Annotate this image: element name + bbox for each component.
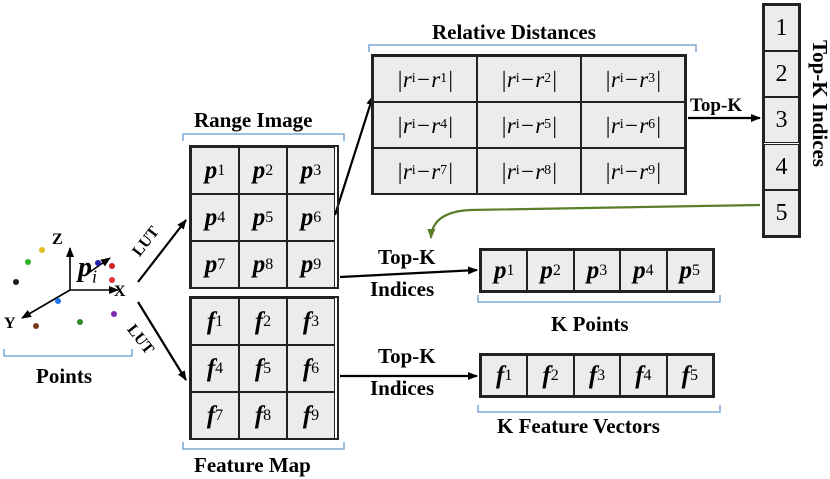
k-feature-vectors-label: K Feature Vectors [497,414,660,438]
indices-feedback-arrow [427,203,761,239]
relative-distances-title: Relative Distances [432,20,596,44]
k-features-row [479,353,715,398]
point-dot [111,311,117,317]
feature-map-bracket [182,442,345,450]
topk-arrow-label: Top-K [690,95,743,116]
x-axis-label: X [114,283,126,300]
relative-distances-grid [371,54,687,195]
gather-points-arrow [339,266,478,279]
indices-label-points: Indices [370,277,435,301]
points-bracket [3,349,133,357]
lut-arrow-lower [137,301,187,381]
points-label: Points [36,364,93,388]
range-image-bracket [182,133,345,141]
topk-index-cell: 2 [764,51,799,98]
k-points-bracket [477,295,721,303]
point-dot [55,298,61,304]
distance-arrow [333,95,375,216]
point-dot [39,247,45,253]
topk-index-cell: 5 [764,189,799,236]
topk-index-cell: 1 [764,5,799,51]
k-points-row [479,248,715,293]
relative-distances-bracket [368,44,697,52]
topk-indices-title: Top-K Indices [808,40,830,168]
point-dot [33,323,39,329]
topk-label-points: Top-K [378,245,436,269]
feature-map-grid [189,296,339,440]
topk-index-cell: 4 [764,143,799,190]
point-pi-label: pi [78,252,98,287]
point-pointer-arrow [83,257,111,277]
feature-map-title: Feature Map [194,453,311,477]
lut-arrow-upper [137,219,187,283]
indices-label-features: Indices [370,376,435,400]
range-image-grid [189,145,339,289]
coordinate-axes [21,247,119,319]
range-image-title: Range Image [194,108,313,132]
point-dot [109,263,115,269]
point-dot [13,279,19,285]
point-dot [95,260,101,266]
k-features-bracket [477,405,721,413]
point-dot [77,319,83,325]
y-axis-label: Y [4,315,16,332]
topk-label-features: Top-K [378,344,436,368]
k-points-label: K Points [551,312,629,336]
point-dot [109,277,115,283]
topk-index-cell: 3 [764,97,799,144]
topk-indices-column [762,3,801,238]
point-dot [25,259,31,265]
point-cloud [13,247,117,329]
y-axis [21,289,71,319]
z-axis-label: Z [52,231,63,248]
